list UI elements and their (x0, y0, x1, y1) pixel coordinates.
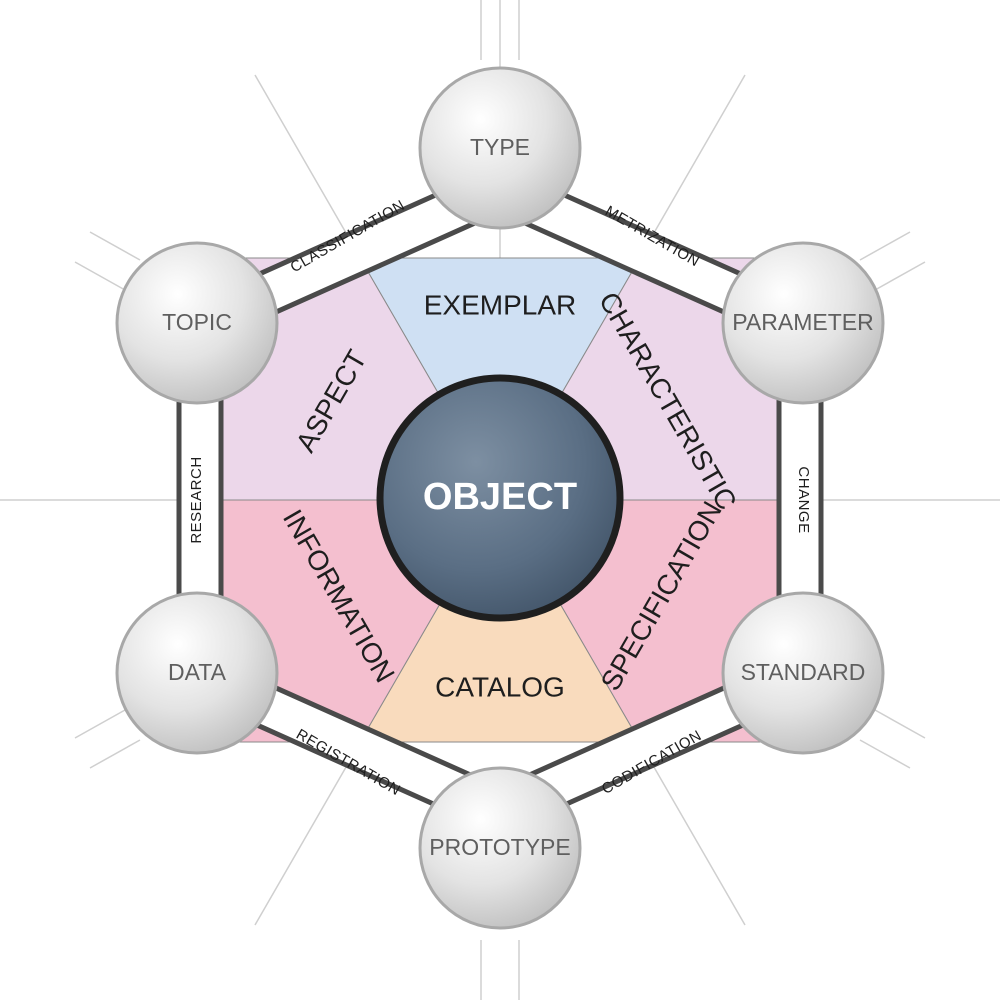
node-label-topic: TOPIC (162, 309, 232, 335)
node-prototype: PROTOTYPE (418, 766, 582, 930)
node-data: DATA (115, 591, 279, 755)
node-label-prototype: PROTOTYPE (429, 834, 570, 860)
edge-label-research: RESEARCH (188, 456, 205, 543)
center-label: OBJECT (423, 476, 577, 518)
node-label-standard: STANDARD (741, 659, 866, 685)
segment-label-catalog: CATALOG (435, 671, 565, 702)
node-topic: TOPIC (115, 241, 279, 405)
center-object: OBJECT (376, 374, 624, 622)
node-standard: STANDARD (721, 591, 885, 755)
segment-label-exemplar: EXEMPLAR (424, 289, 577, 320)
edge-label-change: CHANGE (795, 466, 812, 533)
node-label-data: DATA (168, 659, 227, 685)
node-type: TYPE (418, 66, 582, 230)
node-label-type: TYPE (470, 134, 530, 160)
node-parameter: PARAMETER (721, 241, 885, 405)
node-label-parameter: PARAMETER (732, 309, 873, 335)
